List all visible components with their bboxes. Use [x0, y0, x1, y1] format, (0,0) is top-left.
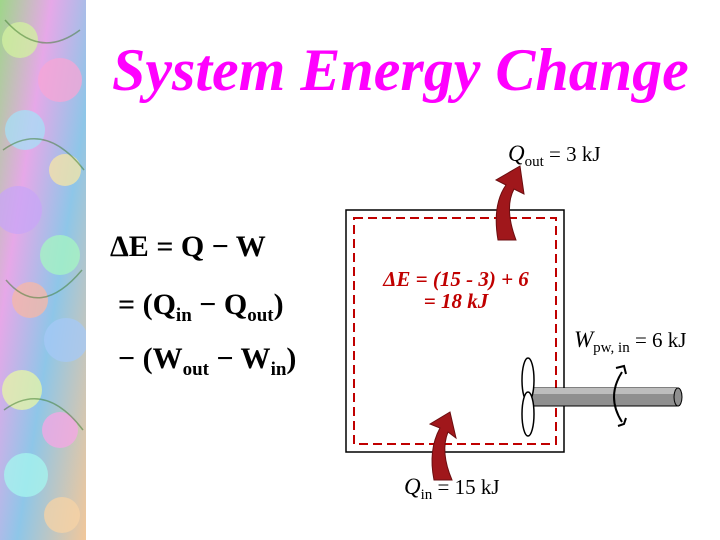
rotation-arrow	[613, 371, 623, 423]
equation-line-2: = (Qin − Qout)	[118, 288, 284, 327]
equation-line-3-sub1: out	[182, 359, 209, 380]
shaft-end	[673, 387, 683, 407]
equation-line-2-mid: − Q	[191, 288, 248, 321]
system-calc-line-1: ΔE = (15 - 3) + 6	[383, 267, 529, 291]
equation-line-1-text: ΔE = Q − W	[110, 230, 266, 263]
w-pw-in-label: Wpw, in = 6 kJ	[574, 327, 686, 357]
paddle-blade-bottom	[521, 391, 535, 437]
equation-line-2-sub1: in	[175, 305, 192, 326]
q-in-symbol: Q	[404, 474, 421, 499]
paddle-wheel	[521, 357, 683, 437]
q-out-symbol: Q	[508, 141, 525, 166]
equation-line-2-sub2: out	[247, 305, 274, 326]
equation-line-3-prefix: − (W	[118, 342, 183, 375]
equation-line-1: ΔE = Q − W	[110, 230, 266, 264]
shaft-highlight	[530, 388, 678, 394]
system-outer-boundary	[345, 209, 565, 453]
system-dashed-boundary	[353, 217, 557, 445]
equation-line-2-suffix: )	[273, 288, 284, 321]
equation-line-3: − (Wout − Win)	[118, 342, 296, 381]
slide-title: System Energy Change	[112, 37, 689, 103]
q-in-value: = 15 kJ	[432, 475, 500, 499]
decorative-strip	[0, 0, 86, 540]
decorative-pattern	[0, 0, 86, 540]
q-out-subscript: out	[524, 154, 544, 171]
q-out-label: Qout = 3 kJ	[508, 141, 601, 171]
q-in-subscript: in	[420, 487, 433, 504]
w-pw-in-subscript: pw, in	[593, 340, 630, 357]
equation-line-3-sub2: in	[270, 359, 287, 380]
q-out-arrow	[494, 165, 525, 241]
equation-line-2-prefix: = (Q	[118, 288, 176, 321]
q-in-arrow	[428, 411, 457, 481]
equation-line-3-suffix: )	[286, 342, 297, 375]
w-pw-in-value: = 6 kJ	[629, 328, 687, 352]
system-calc-line-2: = 18 kJ	[423, 289, 489, 313]
equation-line-3-mid: − W	[209, 342, 271, 375]
w-pw-in-symbol: W	[574, 327, 594, 352]
q-in-label: Qin = 15 kJ	[404, 474, 500, 504]
q-out-value: = 3 kJ	[543, 142, 601, 166]
